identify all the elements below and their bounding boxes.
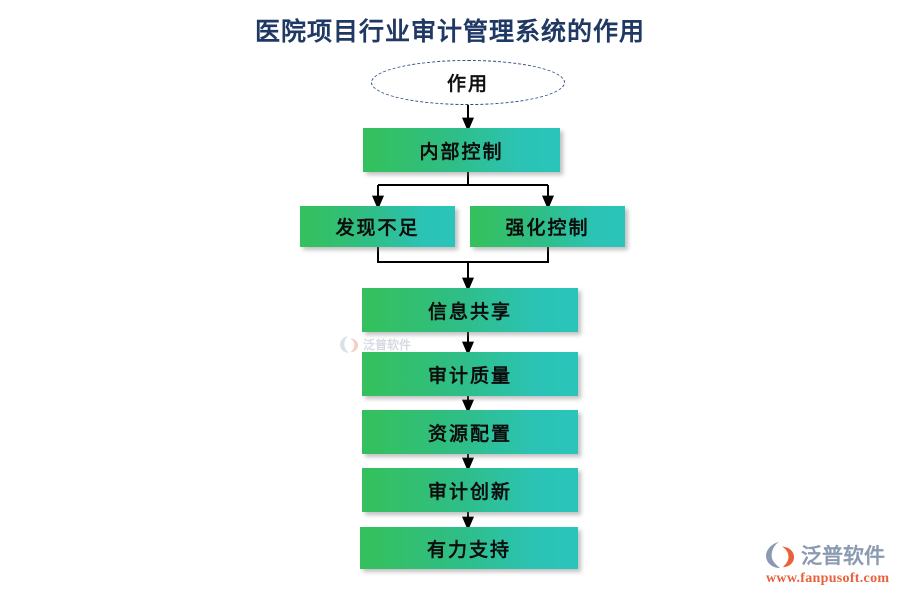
- brand-name: 泛普软件: [801, 545, 885, 568]
- fanpu-logo-icon: [340, 335, 359, 353]
- node-info-share[interactable]: 信息共享: [362, 288, 578, 332]
- node-resource-allocation-label: 资源配置: [427, 423, 512, 445]
- node-internal-control[interactable]: 内部控制: [363, 128, 560, 172]
- brand-logo: 泛普软件 www.fanpusoft.com: [766, 540, 896, 592]
- node-info-share-label: 信息共享: [427, 301, 512, 323]
- node-audit-quality-label: 审计质量: [427, 365, 512, 387]
- node-find-gaps-label: 发现不足: [335, 218, 420, 239]
- node-strengthen-control[interactable]: 强化控制: [470, 206, 625, 247]
- node-find-gaps[interactable]: 发现不足: [300, 206, 455, 247]
- node-internal-control-label: 内部控制: [419, 141, 504, 163]
- node-resource-allocation[interactable]: 资源配置: [362, 410, 578, 454]
- node-audit-innovation-label: 审计创新: [427, 481, 512, 503]
- fanpu-logo-icon: [766, 541, 795, 569]
- brand-logo-row: 泛普软件: [766, 540, 896, 570]
- center-watermark: 泛普软件: [340, 330, 435, 358]
- node-strong-support-label: 有力支持: [426, 539, 511, 561]
- page-title: 医院项目行业审计管理系统的作用: [254, 19, 645, 46]
- node-root-label: 作用: [446, 74, 489, 95]
- node-audit-innovation[interactable]: 审计创新: [362, 468, 578, 512]
- node-audit-quality[interactable]: 审计质量: [362, 352, 578, 396]
- node-root[interactable]: 作用: [371, 60, 565, 105]
- node-strong-support[interactable]: 有力支持: [360, 527, 578, 569]
- center-watermark-text: 泛普软件: [363, 337, 412, 352]
- brand-url: www.fanpusoft.com: [766, 571, 890, 586]
- node-strengthen-control-label: 强化控制: [505, 218, 590, 239]
